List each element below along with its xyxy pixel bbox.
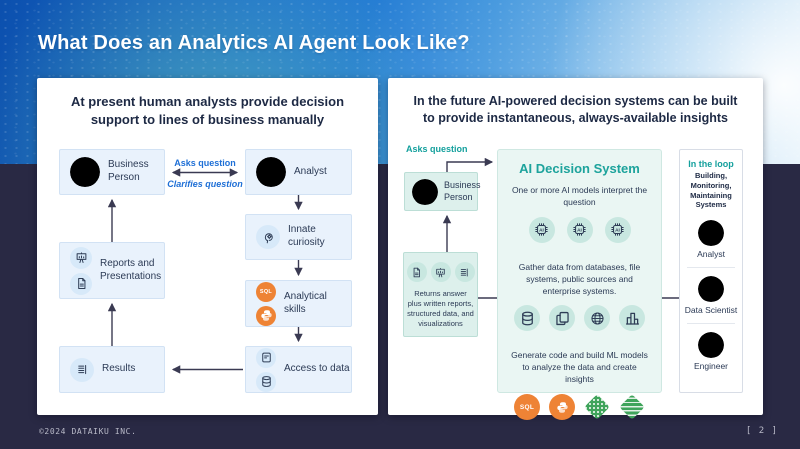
in-the-loop-box: In the loop Building, Monitoring, Mainta…: [679, 149, 743, 393]
panel-present-manual: At present human analysts provide decisi…: [37, 78, 378, 415]
ai-chip-icon: AI: [566, 216, 593, 243]
role-analyst: Analyst: [697, 220, 725, 259]
data-sources-icons: [514, 305, 645, 332]
node-analyst: Analyst: [245, 149, 352, 195]
document-icon: [406, 262, 427, 282]
right-panel-heading: In the future AI-powered decision system…: [388, 93, 763, 128]
returns-text: Returns answer plus written reports, str…: [407, 289, 474, 329]
business-person-avatar: [70, 157, 100, 187]
document-icon: [70, 272, 92, 295]
enterprise-icon: [619, 305, 645, 332]
analyst-avatar: [256, 157, 286, 187]
drive-icon: [256, 347, 276, 368]
loop-subtitle: Building, Monitoring, Maintaining System…: [690, 171, 732, 210]
node-business-person: Business Person: [59, 149, 165, 195]
ai-step-1: One or more AI models interpret the ques…: [511, 185, 648, 207]
business-person-avatar: [412, 178, 438, 205]
divider: [687, 323, 735, 324]
node-label: Analyst: [294, 165, 327, 177]
node-label: Access to data: [284, 363, 350, 375]
node-label: Innate curiosity: [288, 224, 325, 248]
role-data-scientist: Data Scientist: [685, 276, 737, 315]
right-heading-line1: In the future AI-powered decision system…: [413, 94, 738, 108]
presentation-icon: [430, 262, 451, 282]
node-label: Analytical skills: [284, 290, 327, 315]
role-label: Analyst: [697, 249, 725, 259]
sql-label: SQL: [259, 288, 273, 295]
node-access-to-data: Access to data: [245, 346, 352, 393]
node-business-person: Business Person: [404, 172, 481, 211]
ai-step-2: Gather data from databases, file systems…: [518, 261, 641, 296]
code-tools-icons: SQL: [514, 394, 645, 421]
svg-text:AI: AI: [577, 228, 582, 234]
copy-icon: [549, 305, 575, 332]
head-gear-icon: [256, 225, 280, 249]
node-label: Business Person: [108, 159, 149, 183]
svg-text:AI: AI: [539, 228, 544, 234]
results-list-icon: [454, 262, 475, 282]
node-results: Results: [59, 346, 165, 393]
clarifies-question-label: Clarifies question: [167, 179, 243, 189]
slide-title: What Does an Analytics AI Agent Look Lik…: [38, 32, 470, 54]
role-engineer: Engineer: [694, 332, 728, 371]
data-scientist-avatar: [697, 276, 724, 302]
node-label: Results: [102, 363, 136, 375]
globe-icon: [584, 305, 610, 332]
analyst-avatar: [698, 220, 724, 246]
database-icon: [514, 305, 540, 332]
python-badge-icon: [549, 394, 575, 421]
svg-text:AI: AI: [615, 228, 620, 234]
loop-title: In the loop: [688, 159, 734, 169]
ai-chip-icon: AI: [604, 216, 631, 243]
python-badge-icon: [256, 305, 276, 326]
node-innate-curiosity: Innate curiosity: [245, 214, 352, 260]
panel-future-ai: In the future AI-powered decision system…: [388, 78, 763, 421]
ai-models-icons: AI AI AI: [528, 216, 631, 243]
ai-chip-icon: AI: [528, 216, 555, 243]
ai-step-3: Generate code and build ML models to ana…: [511, 350, 648, 385]
left-heading-line2: support to lines of business manually: [90, 111, 325, 127]
node-returns-answer: Returns answer plus written reports, str…: [403, 252, 478, 337]
left-heading-line1: At present human analysts provide decisi…: [70, 94, 345, 109]
presentation-icon: [70, 246, 92, 269]
engineer-avatar: [698, 332, 724, 358]
node-analytical-skills: SQL Analytical skills: [245, 280, 352, 327]
role-label: Engineer: [693, 361, 729, 371]
results-list-icon: [70, 357, 94, 382]
copyright-text: ©2024 DATAIKU INC.: [39, 427, 137, 436]
spark-diamond-icon: [619, 394, 645, 420]
sql-label: SQL: [519, 403, 535, 411]
database-icon: [256, 371, 276, 392]
node-reports-presentations: Reports and Presentations: [59, 242, 165, 299]
right-heading-line2: to provide instantaneous, always-availab…: [423, 111, 728, 126]
r-diamond-icon: [584, 394, 610, 420]
ai-decision-system-box: AI Decision System One or more AI models…: [497, 149, 662, 421]
node-label: Business Person: [444, 179, 481, 202]
page-number: [ 2 ]: [745, 426, 778, 436]
left-panel-heading: At present human analysts provide decisi…: [37, 93, 378, 129]
node-label: Reports and Presentations: [100, 257, 162, 282]
role-label: Data Scientist: [684, 305, 738, 315]
asks-question-label: Asks question: [174, 158, 236, 168]
sql-badge-icon: SQL: [514, 394, 540, 421]
sql-badge-icon: SQL: [256, 281, 276, 302]
divider: [687, 267, 735, 268]
asks-question-label: Asks question: [406, 144, 468, 154]
ai-system-title: AI Decision System: [519, 161, 640, 176]
